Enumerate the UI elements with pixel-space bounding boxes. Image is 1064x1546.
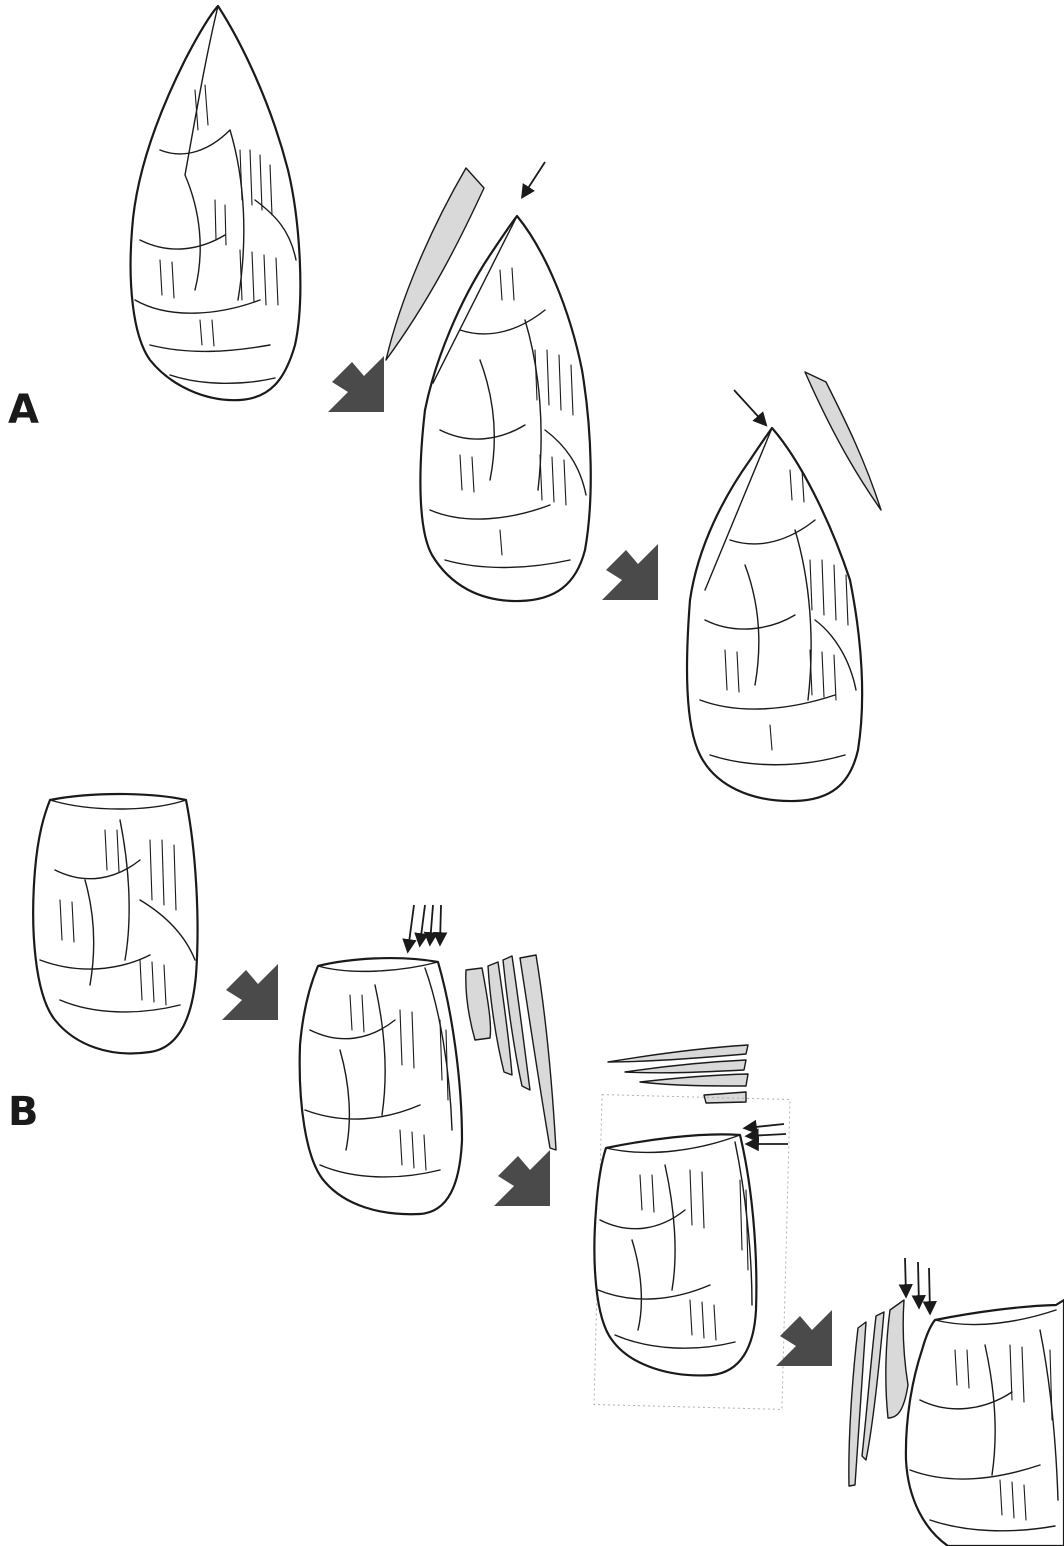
- blow-direction-arrows-b2: [408, 905, 441, 950]
- step-arrow-a2: [602, 544, 658, 600]
- blow-direction-arrow-a3: [734, 390, 765, 424]
- removed-flakes-b2: [466, 955, 556, 1150]
- panel-b: [33, 794, 1064, 1546]
- panel-a: [131, 6, 881, 801]
- step-arrow-b1: [222, 964, 278, 1020]
- panel-label-a: A: [8, 390, 39, 430]
- biface-a3: [687, 428, 862, 801]
- step-arrow-a1: [328, 356, 384, 412]
- blow-direction-arrow-a2: [523, 162, 545, 196]
- biface-b3: [594, 1134, 756, 1375]
- biface-b4: [906, 1300, 1064, 1546]
- biface-a2: [420, 216, 590, 601]
- biface-b2: [300, 958, 462, 1214]
- blow-direction-arrows-b3: [746, 1124, 788, 1144]
- panel-label-b: B: [8, 1092, 39, 1132]
- removed-flakes-b4: [849, 1300, 908, 1486]
- removed-flakes-b3: [608, 1045, 748, 1103]
- biface-b1: [33, 794, 197, 1053]
- step-arrow-b2: [494, 1150, 550, 1206]
- blow-direction-arrows-b4: [905, 1258, 930, 1312]
- biface-a1: [131, 6, 301, 400]
- removed-flake-a3: [805, 372, 881, 510]
